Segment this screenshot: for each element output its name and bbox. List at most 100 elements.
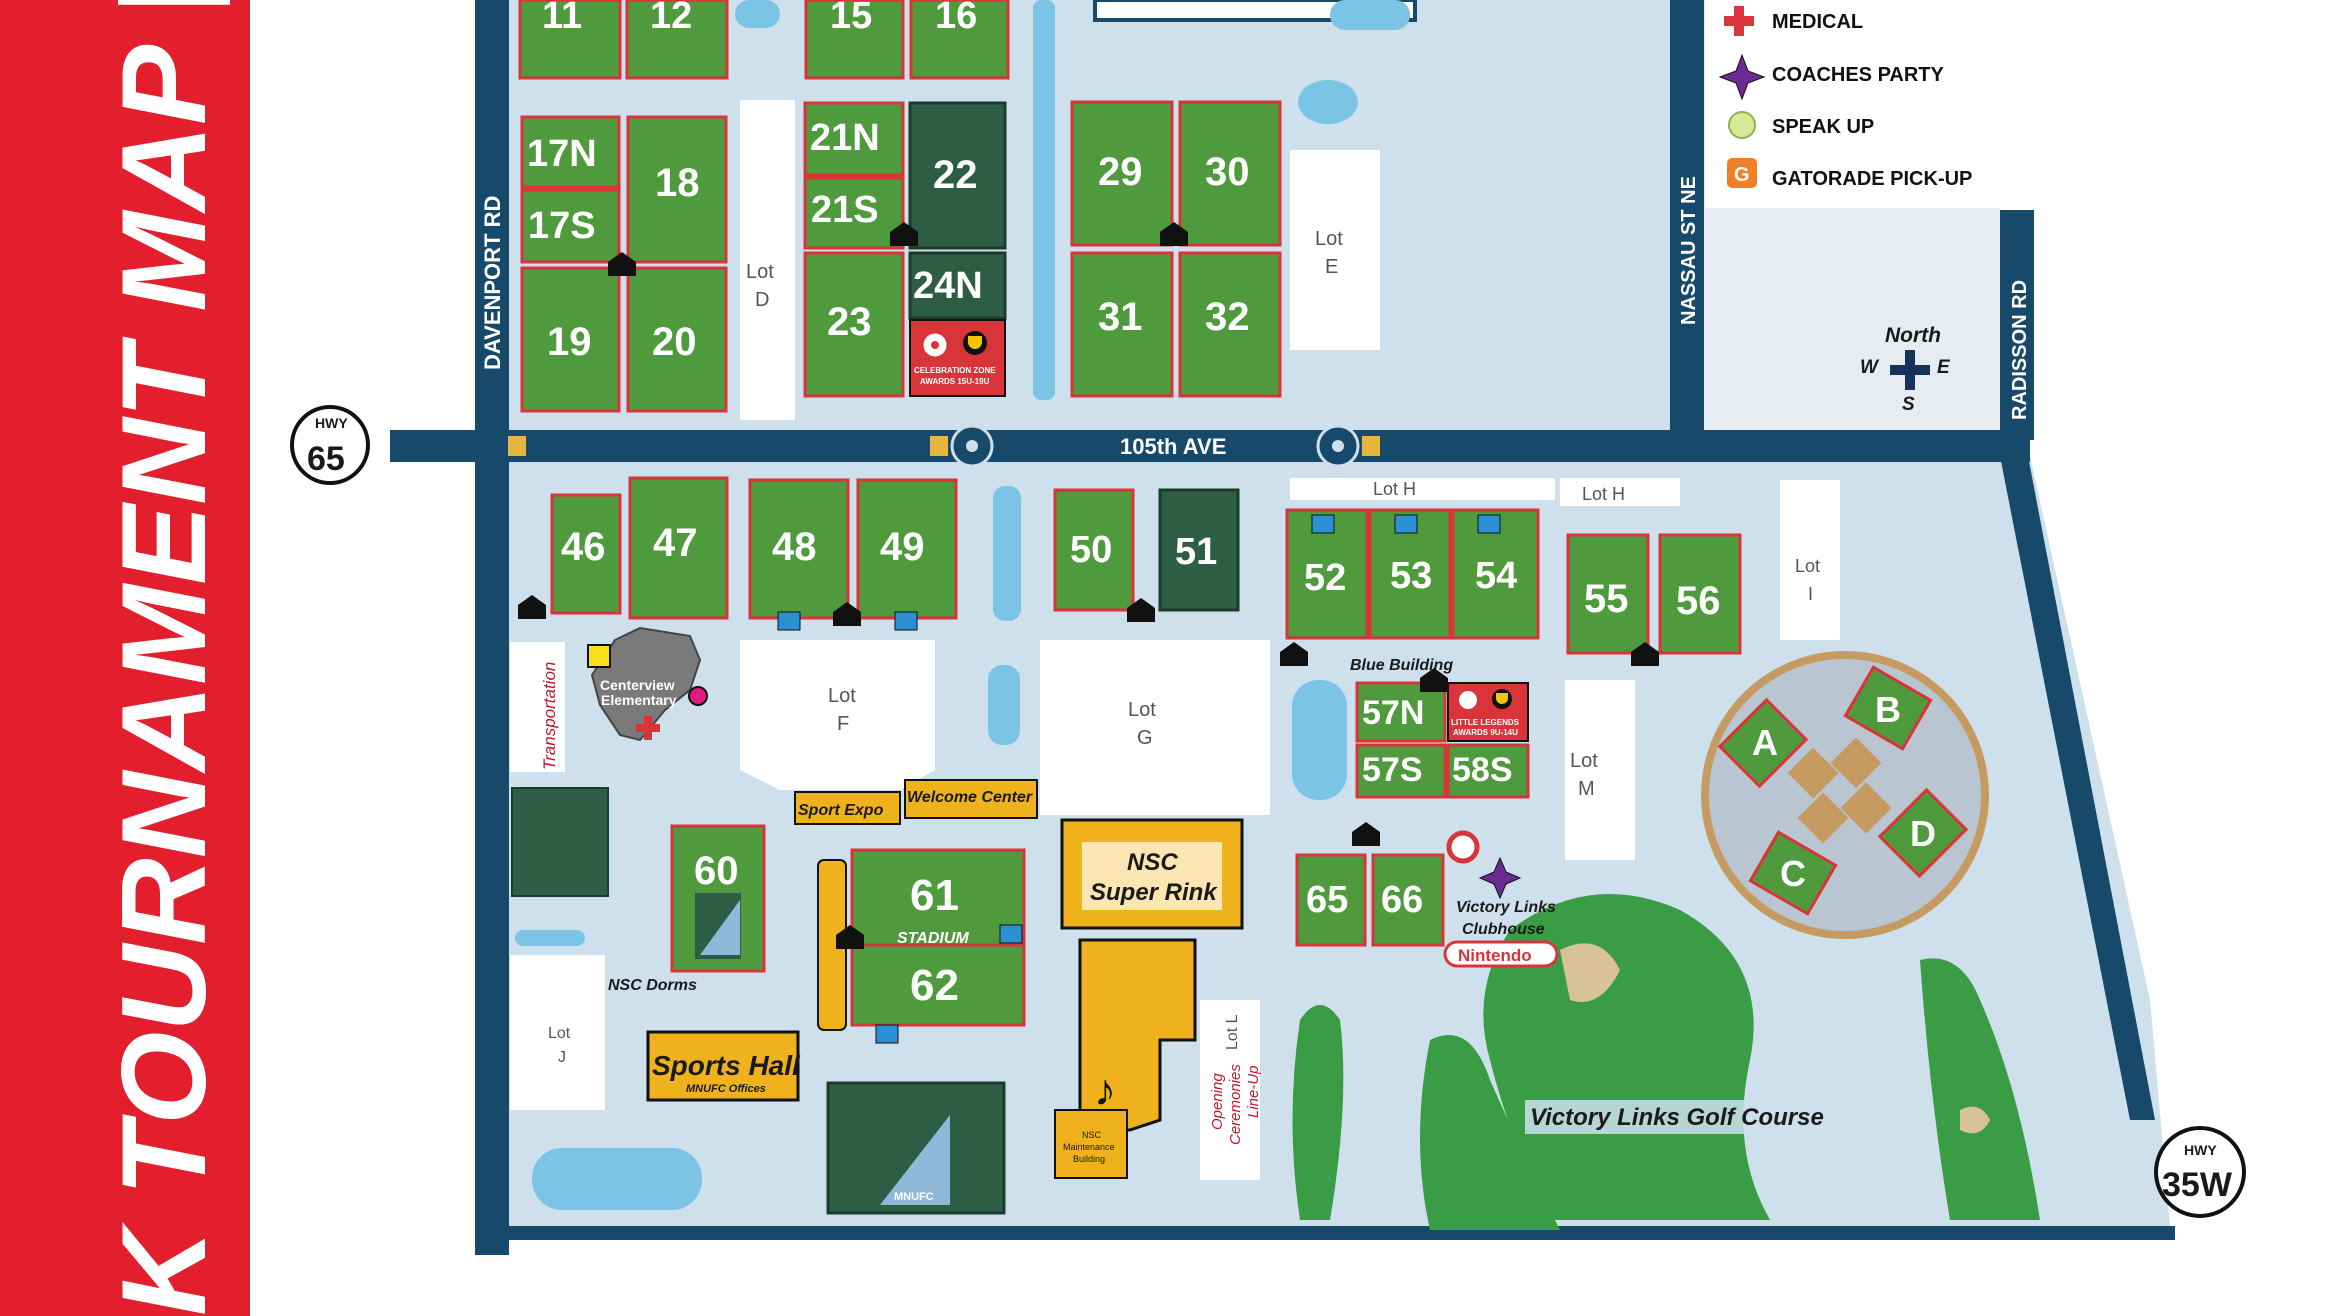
field-29[interactable] [1070, 100, 1174, 247]
field-32[interactable] [1178, 251, 1282, 398]
trophy-cup [968, 336, 982, 349]
infield-2 [1830, 737, 1882, 789]
lot-m-letter: M [1578, 778, 1595, 800]
legend-label-medical: MEDICAL [1772, 11, 1863, 33]
pond-north-2 [1330, 0, 1410, 30]
field-50-label: 50 [1070, 529, 1112, 571]
field-17s-label: 17S [528, 205, 596, 247]
field-62-label: 62 [910, 961, 959, 1010]
shelter-icon [1420, 668, 1448, 692]
mnufc-logo-label: MNUFC [894, 1191, 934, 1203]
field-a[interactable] [1717, 697, 1809, 789]
field-12[interactable] [625, 0, 729, 80]
compass-north: North [1885, 324, 1941, 347]
field-16[interactable] [909, 0, 1010, 80]
field-62[interactable] [850, 943, 1026, 1027]
legend: MEDICAL COACHES PARTY SPEAK UP G GATORAD… [1718, 6, 1972, 190]
field-49[interactable] [856, 478, 958, 620]
maint-label-3: Building [1073, 1154, 1105, 1164]
field-56[interactable] [1658, 533, 1742, 655]
pink-marker [688, 686, 708, 706]
lot-e-area [1290, 150, 1380, 350]
field-21s[interactable] [803, 176, 905, 250]
super-rink-label-1: NSC [1127, 849, 1178, 876]
nintendo-sign [1443, 940, 1559, 968]
field-50[interactable] [1053, 488, 1135, 612]
field-d[interactable] [1877, 787, 1969, 879]
super-rink-sign [1082, 842, 1222, 910]
field-29-label: 29 [1098, 150, 1143, 194]
field-65[interactable] [1295, 853, 1367, 947]
sports-hall-label: Sports Hall [652, 1050, 801, 1081]
golf-course: Victory Links Golf Course [1292, 894, 2040, 1230]
field-24n[interactable] [908, 251, 1007, 320]
transportation-area [510, 642, 565, 772]
field-11[interactable] [518, 0, 622, 80]
field-57n[interactable] [1355, 681, 1447, 743]
hwy-35w-number: 35W [2162, 1166, 2233, 1204]
field-57s[interactable] [1355, 743, 1447, 799]
opening-label-1: Opening [1209, 1073, 1226, 1130]
compass-east: E [1937, 357, 1951, 378]
field-46[interactable] [550, 493, 622, 615]
legend-label-speakup: SPEAK UP [1772, 116, 1874, 138]
field-31-label: 31 [1098, 295, 1143, 339]
field-23[interactable] [803, 251, 905, 398]
lot-m-label: Lot [1570, 750, 1598, 772]
blue-building-label: Blue Building [1350, 657, 1453, 674]
banner-title: K TOURNAMENT MAP | J [97, 0, 231, 1316]
avenue-105th [390, 430, 2030, 462]
field-20[interactable] [626, 266, 728, 413]
field-51[interactable] [1158, 488, 1240, 612]
trophy-cup-2 [1496, 693, 1508, 704]
lot-i-letter: I [1808, 584, 1813, 604]
field-c[interactable] [1748, 830, 1838, 916]
legend-panel [1705, 0, 2025, 208]
welcome-center-building [904, 779, 1038, 819]
field-a-label: A [1752, 722, 1778, 763]
field-53-label: 53 [1390, 555, 1432, 597]
field-20-label: 20 [652, 320, 697, 364]
lot-g-label: Lot [1128, 699, 1156, 721]
field-21n[interactable] [803, 101, 905, 177]
fairway-2 [1420, 1035, 1560, 1230]
golf-bunker [1960, 1106, 1990, 1134]
fields-south: 46 47 48 49 50 51 52 53 54 55 56 57N 57S… [550, 476, 1742, 1027]
field-55[interactable] [1566, 533, 1650, 655]
little-legends-2: AWARDS 9U-14U [1453, 728, 1518, 737]
opening-label-2: Ceremonies [1227, 1064, 1244, 1145]
field-47[interactable] [628, 476, 729, 620]
field-19[interactable] [520, 266, 621, 413]
lot-h-area [1290, 478, 1555, 500]
field-18[interactable] [626, 115, 728, 264]
canal-south-1 [993, 486, 1021, 621]
field-30[interactable] [1178, 100, 1282, 247]
field-11-label: 11 [542, 0, 582, 37]
field-22[interactable] [908, 101, 1007, 250]
hwy-65-shield: HWY 65 [290, 405, 370, 485]
field-15[interactable] [804, 0, 905, 80]
camera-icon [1394, 514, 1418, 534]
field-17s[interactable] [520, 188, 621, 264]
field-46-label: 46 [561, 525, 606, 569]
lot-g-letter: G [1137, 727, 1153, 749]
field-21n-label: 21N [810, 117, 880, 159]
purple-star-icon [1718, 53, 1766, 101]
infield-1 [1787, 747, 1839, 799]
field-54-label: 54 [1475, 555, 1517, 597]
fairway-4 [1920, 958, 2040, 1220]
mnufc-loon-icon [700, 900, 740, 955]
lot-f-letter: F [837, 713, 849, 735]
fields-north: 11 12 15 16 17N 17S 18 19 20 21N 21S 22 … [518, 0, 1282, 413]
field-b[interactable] [1843, 665, 1933, 751]
field-12-label: 12 [650, 0, 692, 37]
field-58s[interactable] [1446, 743, 1530, 799]
camera-icon [875, 1024, 899, 1044]
field-66[interactable] [1371, 853, 1445, 947]
lot-d-label: Lot [746, 261, 774, 283]
field-57n-label: 57N [1362, 694, 1424, 732]
field-31[interactable] [1070, 251, 1174, 398]
field-17n[interactable] [520, 115, 621, 189]
field-30-label: 30 [1205, 150, 1250, 194]
speak-up-icon [1728, 111, 1756, 139]
